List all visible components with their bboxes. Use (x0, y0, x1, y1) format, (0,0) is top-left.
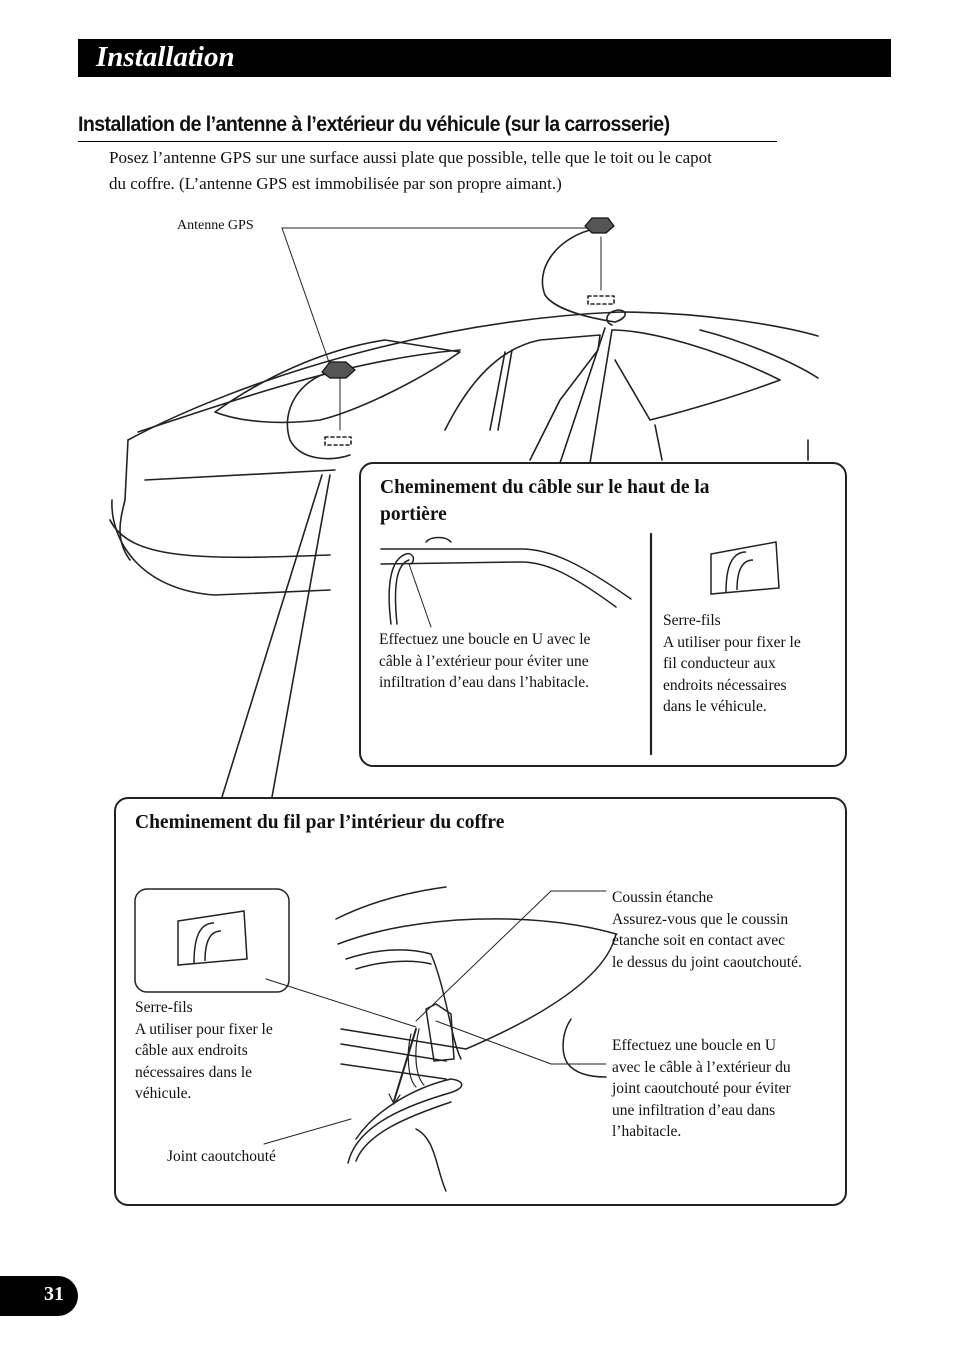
page-number: 31 (44, 1283, 64, 1305)
trunk-cable-clamp-icon (177, 910, 248, 966)
trunk-clamp-note-line: véhicule. (135, 1085, 192, 1102)
intro-line-1: Posez l’antenne GPS sur une surface auss… (109, 148, 712, 167)
trunk-loop-note-line: avec le câble à l’extérieur du (612, 1058, 791, 1076)
cushion-note-line: Assurez-vous que le coussin (612, 910, 789, 928)
door-box-title-line-1: Cheminement du câble sur le haut de la (380, 477, 710, 498)
cushion-note-line: le dessus du joint caoutchouté. (612, 953, 802, 971)
cushion-note-line: Coussin étanche (612, 889, 714, 906)
title-underline (78, 141, 777, 142)
door-clamp-note-line: A utiliser pour fixer le (663, 633, 801, 651)
trunk-clamp-note-line: Serre-fils (135, 999, 193, 1016)
trunk-loop-note-line: joint caoutchouté pour éviter (612, 1080, 791, 1097)
door-clamp-note: Serre-fils A utiliser pour fixer le fil … (663, 610, 801, 718)
trunk-loop-note-line: l’habitacle. (612, 1123, 682, 1140)
page-number-tab: 31 (0, 1276, 78, 1316)
trunk-loop-note-line: Effectuez une boucle en U (612, 1037, 777, 1054)
cushion-note: Coussin étanche Assurez-vous que le cous… (612, 887, 802, 973)
trunk-clamp-note-line: A utiliser pour fixer le (135, 1020, 273, 1038)
cushion-note-line: étanche soit en contact avec (612, 932, 785, 949)
gps-antenna-label: Antenne GPS (177, 218, 254, 233)
intro-line-2: du coffre. (L’antenne GPS est immobilisé… (109, 174, 562, 193)
trunk-box-title: Cheminement du fil par l’intérieur du co… (135, 812, 505, 833)
gps-antenna-rear-icon (321, 361, 356, 379)
trunk-clamp-note: Serre-fils A utiliser pour fixer le câbl… (135, 997, 273, 1105)
section-title: Installation de l’antenne à l’extérieur … (78, 113, 670, 136)
door-box-title: Cheminement du câble sur le haut de la p… (380, 474, 710, 528)
door-loop-note: Effectuez une boucle en U avec le câble … (379, 629, 590, 694)
door-clamp-note-line: dans le véhicule. (663, 698, 767, 715)
rubber-seal-label: Joint caoutchouté (167, 1148, 276, 1165)
door-box-title-line-2: portière (380, 504, 447, 525)
door-loop-note-line: infiltration d’eau dans l’habitacle. (379, 674, 590, 691)
door-clamp-note-line: endroits nécessaires (663, 676, 787, 694)
door-frame-illustration (380, 532, 780, 756)
door-loop-note-line: câble à l’extérieur pour éviter une (379, 652, 589, 670)
door-clamp-note-line: fil conducteur aux (663, 655, 776, 672)
trunk-loop-note: Effectuez une boucle en U avec le câble … (612, 1035, 791, 1143)
trunk-cable-routing-box: Cheminement du fil par l’intérieur du co… (114, 797, 847, 1206)
intro-paragraph: Posez l’antenne GPS sur une surface auss… (109, 145, 869, 197)
door-cable-routing-box: Cheminement du câble sur le haut de la p… (359, 462, 847, 767)
trunk-clamp-note-line: nécessaires dans le (135, 1063, 253, 1081)
door-loop-note-line: Effectuez une boucle en U avec le (379, 631, 591, 648)
door-clamp-note-line: Serre-fils (663, 612, 721, 629)
trunk-clamp-note-line: câble aux endroits (135, 1042, 248, 1059)
chapter-header-bar: Installation (78, 39, 891, 77)
trunk-loop-note-line: une infiltration d’eau dans (612, 1101, 776, 1119)
gps-antenna-roof-icon (584, 217, 615, 234)
trunk-illustration (134, 886, 617, 1192)
door-cable-clamp-icon (710, 541, 780, 595)
chapter-title: Installation (96, 41, 235, 73)
